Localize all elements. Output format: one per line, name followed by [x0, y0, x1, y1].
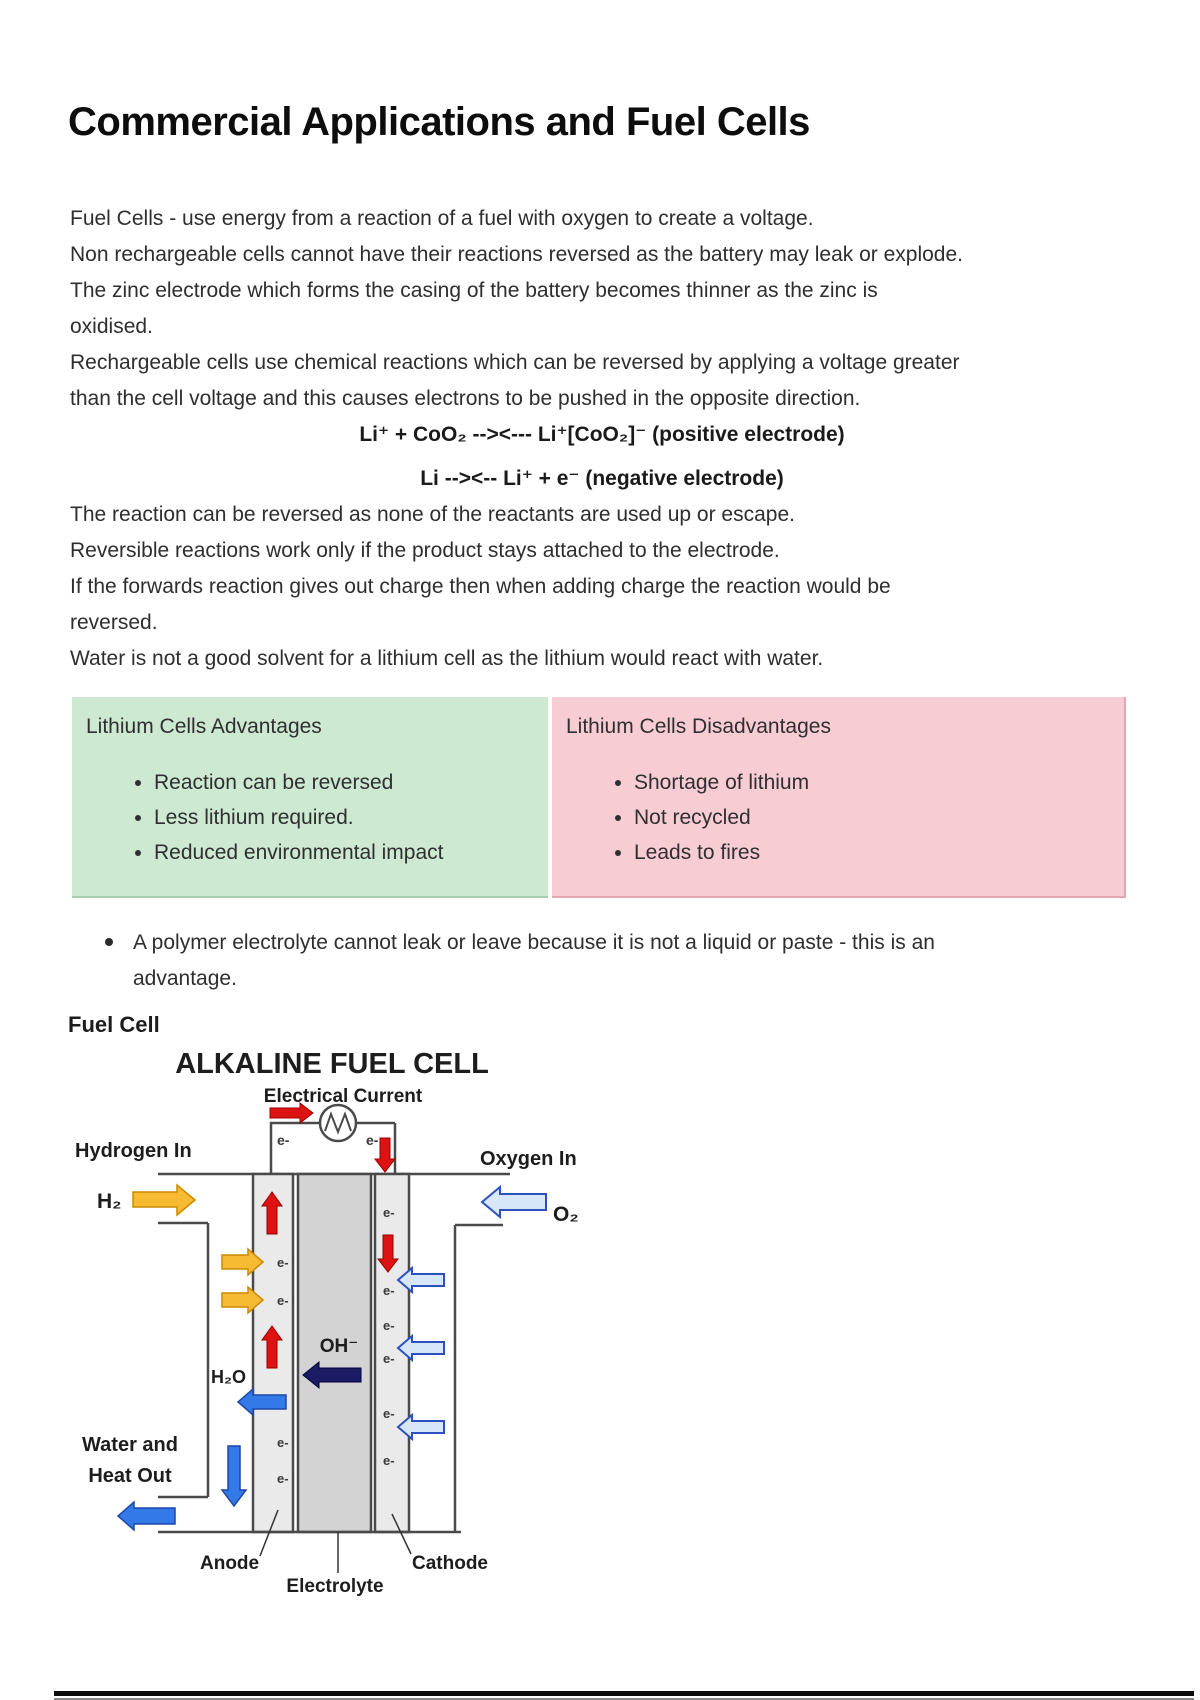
- electron-label: e-: [277, 1132, 290, 1148]
- text-line: If the forwards reaction gives out charg…: [70, 575, 891, 598]
- text-line: Water is not a good solvent for a lithiu…: [70, 647, 824, 670]
- electron-label: e-: [277, 1255, 289, 1270]
- advantages-cell: Lithium Cells Advantages Reaction can be…: [72, 697, 548, 898]
- text-line: reversed.: [70, 611, 158, 634]
- disadvantages-header: Lithium Cells Disadvantages: [566, 715, 831, 738]
- anode-label: Anode: [200, 1553, 259, 1574]
- oxygen-to-cathode-arrow-icon: [396, 1265, 445, 1295]
- electron-label: e-: [383, 1283, 395, 1298]
- equation-negative-electrode: Li --><-- Li⁺ + e⁻ (negative electrode): [420, 467, 784, 490]
- electron-label: e-: [383, 1205, 395, 1220]
- hydrogen-to-anode-arrow-icon: [221, 1285, 265, 1315]
- diagram-title: ALKALINE FUEL CELL: [175, 1048, 489, 1080]
- text-line: Reversible reactions work only if the pr…: [70, 539, 780, 562]
- load-meter-icon: [318, 1103, 358, 1143]
- list-item: Reaction can be reversed: [154, 765, 534, 800]
- list-item: Not recycled: [634, 800, 1110, 835]
- oxygen-in-label: Oxygen In: [480, 1148, 577, 1170]
- disadvantages-list: Shortage of lithium Not recycled Leads t…: [566, 765, 1110, 870]
- hydrogen-to-anode-arrow-icon: [221, 1247, 265, 1277]
- electron-label: e-: [277, 1435, 289, 1450]
- list-item: Leads to fires: [634, 835, 1110, 870]
- alkaline-fuel-cell-diagram: ALKALINE FUEL CELL Electrical Current: [75, 1048, 579, 1597]
- electron-label: e-: [383, 1351, 395, 1366]
- hydrogen-in-arrow-icon: [132, 1183, 197, 1217]
- advantages-list: Reaction can be reversed Less lithium re…: [86, 765, 534, 870]
- polymer-electrolyte-note: A polymer electrolyte cannot leak or lea…: [133, 925, 1138, 997]
- label-leader-lines: [259, 1509, 412, 1573]
- cathode-label: Cathode: [412, 1553, 488, 1574]
- electron-label: e-: [277, 1293, 289, 1308]
- lithium-cells-comparison-table: Lithium Cells Advantages Reaction can be…: [72, 697, 1126, 898]
- page-title: Commercial Applications and Fuel Cells: [68, 100, 810, 144]
- fuel-cell-section-heading: Fuel Cell: [68, 1012, 160, 1037]
- electrolyte-label: Electrolyte: [286, 1576, 383, 1597]
- text-line: Rechargeable cells use chemical reaction…: [70, 351, 960, 374]
- resistor-zigzag-icon: [324, 1111, 352, 1135]
- disadvantages-cell: Lithium Cells Disadvantages Shortage of …: [552, 697, 1126, 898]
- list-item: Reduced environmental impact: [154, 835, 534, 870]
- electrical-current-label: Electrical Current: [264, 1086, 423, 1107]
- electron-up-arrow-icon: [261, 1325, 283, 1369]
- electron-label: e-: [383, 1406, 395, 1421]
- advantages-header: Lithium Cells Advantages: [86, 715, 322, 738]
- bullet-marker: [105, 938, 113, 946]
- current-direction-arrow-icon: [269, 1101, 314, 1125]
- h2o-label: H₂O: [211, 1367, 246, 1387]
- water-out-of-anode-arrow-icon: [236, 1387, 287, 1417]
- hydroxide-label: OH⁻: [320, 1336, 359, 1357]
- hydrogen-in-label: Hydrogen In: [75, 1140, 192, 1162]
- electron-up-arrow-icon: [261, 1191, 283, 1235]
- equation-positive-electrode: Li⁺ + CoO₂ --><--- Li⁺[CoO₂]⁻ (positive …: [359, 423, 845, 446]
- text-line: oxidised.: [70, 315, 153, 338]
- water-heat-out-label: Water and: [82, 1434, 178, 1456]
- water-heat-out-label: Heat Out: [88, 1465, 172, 1487]
- text-line: Fuel Cells - use energy from a reaction …: [70, 207, 814, 230]
- electron-down-arrow-icon: [373, 1137, 397, 1173]
- electron-label: e-: [383, 1453, 395, 1468]
- water-down-channel-arrow-icon: [220, 1445, 248, 1508]
- o2-label: O₂: [553, 1203, 579, 1226]
- list-item: Less lithium required.: [154, 800, 534, 835]
- hydroxide-ion-arrow-icon: [302, 1360, 362, 1390]
- external-circuit-wire: [269, 1121, 397, 1174]
- oxygen-in-arrow-icon: [480, 1184, 547, 1220]
- water-heat-out-arrow-icon: [116, 1500, 176, 1532]
- body-text: Fuel Cells - use energy from a reaction …: [70, 201, 1134, 677]
- text-line: Non rechargeable cells cannot have their…: [70, 243, 963, 266]
- page-bottom-rule-shadow: [54, 1698, 1194, 1700]
- oxygen-to-cathode-arrow-icon: [396, 1412, 445, 1442]
- text-line: The zinc electrode which forms the casin…: [70, 279, 878, 302]
- h2-label: H₂: [97, 1190, 122, 1213]
- electron-label: e-: [277, 1471, 289, 1486]
- text-line: advantage.: [133, 967, 237, 990]
- text-line: The reaction can be reversed as none of …: [70, 503, 795, 526]
- page-bottom-rule: [54, 1691, 1194, 1696]
- text-line: than the cell voltage and this causes el…: [70, 387, 861, 410]
- text-line: A polymer electrolyte cannot leak or lea…: [133, 931, 935, 954]
- oxygen-to-cathode-arrow-icon: [396, 1333, 445, 1363]
- electron-label: e-: [383, 1318, 395, 1333]
- list-item: Shortage of lithium: [634, 765, 1110, 800]
- electron-down-arrow-icon: [376, 1234, 400, 1273]
- electron-label: e-: [366, 1132, 379, 1148]
